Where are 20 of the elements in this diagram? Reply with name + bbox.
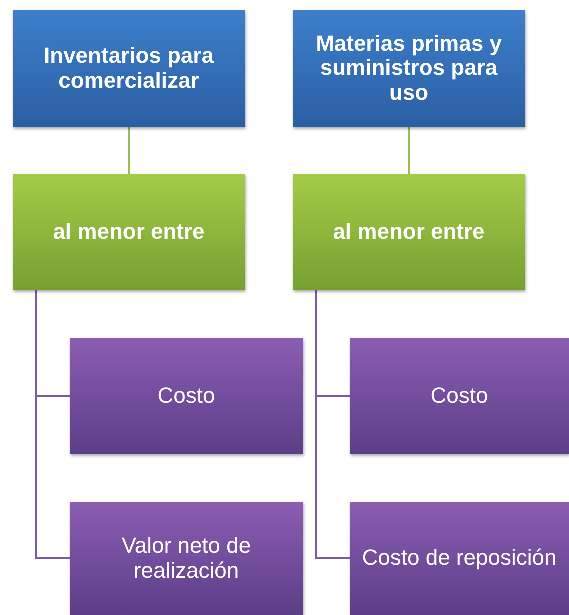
connector-line bbox=[315, 290, 350, 560]
category-box bbox=[293, 10, 525, 127]
box-label: al menor entre bbox=[333, 220, 485, 244]
connector-line bbox=[128, 127, 130, 174]
connector-line bbox=[35, 290, 70, 560]
connector-line bbox=[408, 127, 410, 174]
box-label: Inventarios para comercializar bbox=[43, 44, 216, 94]
box-label: Costo bbox=[158, 384, 216, 408]
condition-box bbox=[293, 174, 525, 290]
box-label: Costo bbox=[430, 384, 488, 408]
box-label: Materias primas y suministros para uso bbox=[315, 32, 503, 106]
category-box bbox=[13, 10, 245, 127]
condition-box bbox=[13, 174, 245, 290]
box-label: al menor entre bbox=[53, 220, 205, 244]
option-box bbox=[70, 338, 303, 454]
option-box bbox=[350, 502, 569, 615]
box-label: Valor neto de realización bbox=[120, 534, 252, 584]
option-box bbox=[350, 338, 569, 454]
option-box bbox=[70, 502, 303, 615]
box-label: Costo de reposición bbox=[362, 546, 557, 571]
